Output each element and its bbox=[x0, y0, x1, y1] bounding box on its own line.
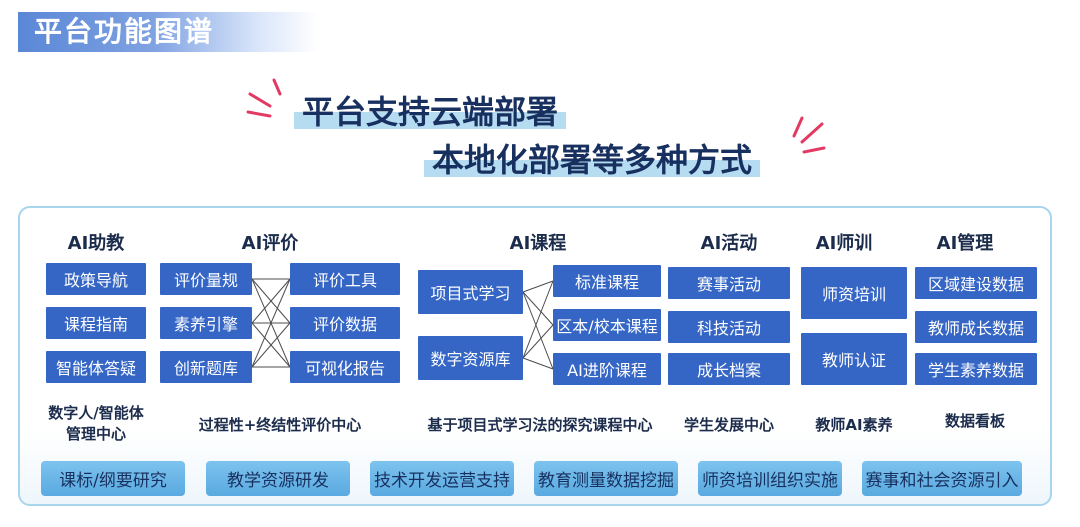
spark-left-icon bbox=[246, 78, 282, 118]
ai-eval-left-item-engine[interactable]: 素养引擎 bbox=[160, 307, 252, 339]
bottom-pill-data-mining[interactable]: 教育测量数据挖掘 bbox=[534, 461, 678, 496]
headline-line-2: 本地化部署等多种方式 bbox=[424, 140, 761, 180]
ai-activity-item-archive[interactable]: 成长档案 bbox=[668, 353, 790, 385]
spark-right-icon bbox=[792, 116, 826, 154]
ai-eval-right-item-report[interactable]: 可视化报告 bbox=[290, 351, 400, 383]
caption-ai-activity: 学生发展中心 bbox=[683, 416, 774, 434]
title-banner bbox=[18, 12, 318, 52]
ai-management-item-regional[interactable]: 区域建设数据 bbox=[915, 267, 1037, 299]
bottom-pill-tech-operations[interactable]: 技术开发运营支持 bbox=[370, 461, 514, 496]
category-title-ai-training: AI师训 bbox=[815, 233, 873, 254]
ai-activity-item-competition[interactable]: 赛事活动 bbox=[668, 267, 790, 299]
caption-ai-evaluation: 过程性+终结性评价中心 bbox=[198, 416, 362, 434]
ai-training-item-certification[interactable]: 教师认证 bbox=[801, 333, 907, 385]
page-title: 平台功能图谱 bbox=[34, 15, 215, 48]
ai-course-right-item-school[interactable]: 区本/校本课程 bbox=[553, 309, 661, 341]
caption-ai-management: 数据看板 bbox=[944, 412, 1005, 430]
ai-teaching-item-guide[interactable]: 课程指南 bbox=[46, 307, 146, 339]
category-title-ai-activity: AI活动 bbox=[700, 233, 758, 254]
ai-eval-right-item-tools[interactable]: 评价工具 bbox=[290, 263, 400, 295]
bottom-pill-resource-development[interactable]: 教学资源研发 bbox=[206, 461, 350, 496]
ai-activity-item-tech[interactable]: 科技活动 bbox=[668, 311, 790, 343]
ai-eval-right-item-data[interactable]: 评价数据 bbox=[290, 307, 400, 339]
category-title-ai-course: AI课程 bbox=[509, 233, 567, 254]
ai-management-item-student-literacy[interactable]: 学生素养数据 bbox=[915, 353, 1037, 385]
category-title-ai-teaching: AI助教 bbox=[67, 233, 125, 254]
ai-management-item-teacher-growth[interactable]: 教师成长数据 bbox=[915, 311, 1037, 343]
ai-teaching-item-policy[interactable]: 政策导航 bbox=[46, 263, 146, 295]
ai-course-left-item-resources[interactable]: 数字资源库 bbox=[418, 336, 523, 380]
category-title-ai-management: AI管理 bbox=[936, 233, 994, 254]
ai-teaching-item-qa[interactable]: 智能体答疑 bbox=[46, 351, 146, 383]
bottom-pill-competition-resources[interactable]: 赛事和社会资源引入 bbox=[862, 461, 1022, 496]
ai-course-right-item-standard[interactable]: 标准课程 bbox=[553, 265, 661, 297]
caption-ai-training: 教师AI素养 bbox=[815, 416, 893, 434]
ai-course-left-item-pbl[interactable]: 项目式学习 bbox=[418, 270, 523, 314]
caption-ai-course: 基于项目式学习法的探究课程中心 bbox=[427, 416, 653, 434]
ai-training-item-teacher-training[interactable]: 师资培训 bbox=[801, 267, 907, 319]
headline-line-1: 平台支持云端部署 bbox=[294, 92, 567, 132]
ai-eval-left-item-rubric[interactable]: 评价量规 bbox=[160, 263, 252, 295]
caption-ai-teaching-line-2: 管理中心 bbox=[65, 425, 126, 443]
bottom-pill-training-implementation[interactable]: 师资培训组织实施 bbox=[698, 461, 842, 496]
ai-course-right-item-advanced[interactable]: AI进阶课程 bbox=[553, 353, 661, 385]
caption-ai-teaching-line-1: 数字人/智能体 bbox=[48, 404, 144, 422]
ai-eval-left-item-question-bank[interactable]: 创新题库 bbox=[160, 351, 252, 383]
bottom-pill-curriculum-research[interactable]: 课标/纲要研究 bbox=[41, 461, 185, 496]
category-title-ai-evaluation: AI评价 bbox=[241, 233, 299, 254]
